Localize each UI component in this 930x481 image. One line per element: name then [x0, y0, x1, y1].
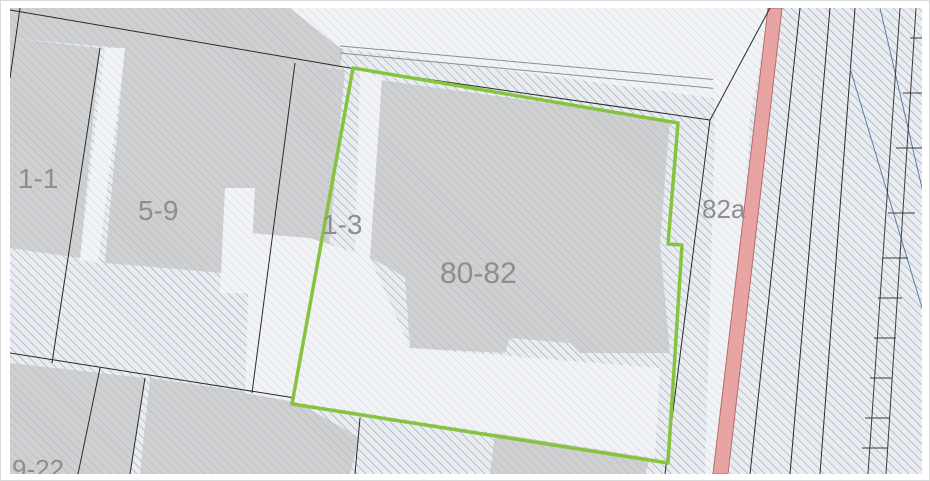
road-edge-line-2: [819, 8, 856, 474]
selected-parcel-outline[interactable]: [290, 66, 684, 465]
building-left: [10, 38, 100, 258]
building-bottom-right: [490, 433, 650, 474]
label-parcel-1-1: 1-1: [18, 163, 58, 194]
parcel-boundaries: [10, 8, 771, 474]
building-1-3: [278, 63, 345, 288]
yard-80-82: [300, 238, 660, 458]
blue-line-1: [879, 8, 922, 189]
street-top: [290, 8, 760, 103]
rail-ticks: [862, 8, 922, 474]
building-80-82: [370, 80, 670, 353]
blue-line-2: [849, 67, 922, 309]
label-parcel-80-82: 80-82: [440, 257, 517, 290]
building-bottom-center: [140, 378, 360, 474]
yard-strip-center: [355, 70, 382, 258]
road-strip: [712, 8, 783, 474]
label-parcel-5-9: 5-9: [138, 195, 178, 226]
label-parcel-1-3: 1-3: [322, 209, 362, 240]
yard-1-3: [245, 233, 310, 403]
right-sidewalk: [705, 8, 770, 474]
street-top-edge-2: [339, 52, 753, 93]
yard-1: [220, 188, 255, 293]
label-parcel-82a: 82a: [702, 194, 746, 224]
road-edge-line-1: [749, 8, 801, 474]
yard-strip-left: [80, 48, 125, 263]
building-bottom-left: [10, 363, 145, 474]
street-top-edge-1: [339, 45, 753, 84]
cadastral-map[interactable]: 1-1 5-9 1-3 80-82 82a 9-22: [10, 8, 922, 474]
label-parcel-9-22: 9-22: [12, 454, 64, 474]
map-viewport[interactable]: 1-1 5-9 1-3 80-82 82a 9-22: [10, 8, 922, 474]
road-edge-line-3: [789, 8, 831, 474]
